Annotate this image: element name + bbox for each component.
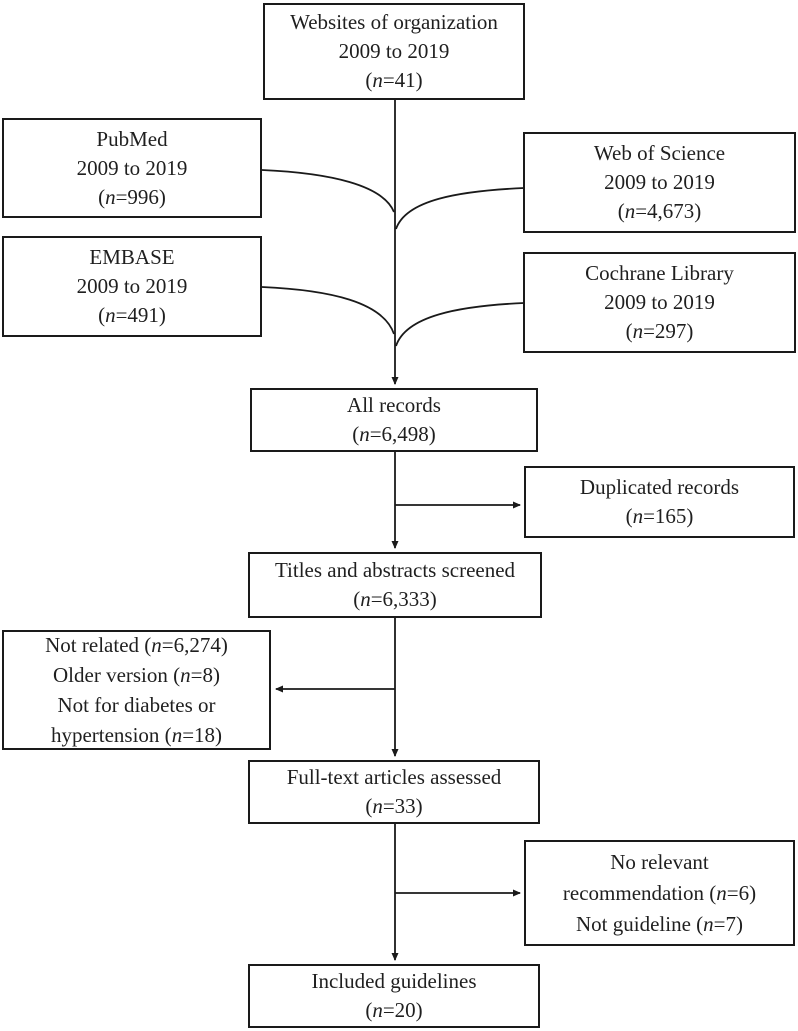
box-line: Older version (n=8) — [53, 663, 220, 687]
box-line: recommendation (n=6) — [562, 880, 757, 905]
box-pubmed: PubMed 2009 to 2019 (n=996) — [2, 118, 262, 218]
box-embase: EMBASE 2009 to 2019 (n=491) — [2, 236, 262, 337]
box-count: (n=41) — [365, 68, 423, 92]
box-excluded-screening: Not related (n=6,274) Older version (n=8… — [2, 630, 271, 750]
box-count: (n=491) — [98, 303, 166, 327]
curve-pubmed-to-spine — [261, 169, 395, 213]
box-line: PubMed — [96, 126, 168, 151]
box-all-records: All records (n=6,498) — [250, 388, 538, 452]
box-line: 2009 to 2019 — [76, 274, 188, 298]
box-count: (n=4,673) — [617, 199, 702, 223]
box-line: Duplicated records — [579, 475, 740, 499]
curve-webofscience-to-spine — [395, 187, 525, 230]
box-line: 2009 to 2019 — [338, 39, 450, 63]
box-line: 2009 to 2019 — [76, 155, 188, 180]
box-web-of-science: Web of Science 2009 to 2019 (n=4,673) — [523, 132, 796, 233]
box-line: Not related (n=6,274) — [45, 633, 228, 657]
box-titles-abstracts-screened: Titles and abstracts screened (n=6,333) — [248, 552, 542, 618]
box-duplicated-records: Duplicated records (n=165) — [524, 466, 795, 538]
box-count: (n=165) — [625, 504, 694, 528]
box-included-guidelines: Included guidelines (n=20) — [248, 964, 540, 1028]
box-line: Not guideline (n=7) — [576, 911, 743, 936]
box-line: Web of Science — [593, 141, 726, 165]
box-count: (n=6,498) — [352, 422, 436, 446]
curve-cochrane-to-spine — [395, 302, 525, 347]
box-line: Titles and abstracts screened — [274, 558, 516, 582]
box-websites-of-organization: Websites of organization 2009 to 2019 (n… — [263, 3, 525, 100]
box-full-text-assessed: Full-text articles assessed (n=33) — [248, 760, 540, 824]
box-count: (n=6,333) — [353, 587, 437, 611]
box-count: (n=20) — [365, 998, 423, 1022]
box-excluded-full-text: No relevant recommendation (n=6) Not gui… — [524, 840, 795, 946]
box-line: Full-text articles assessed — [286, 765, 502, 789]
box-line: No relevant — [610, 849, 709, 874]
box-line: EMBASE — [89, 245, 175, 269]
box-line: 2009 to 2019 — [604, 290, 715, 314]
box-count: (n=33) — [365, 794, 423, 818]
box-line: Websites of organization — [290, 10, 498, 34]
box-line: 2009 to 2019 — [604, 170, 715, 194]
box-line: hypertension (n=18) — [50, 723, 223, 747]
box-line: Included guidelines — [311, 969, 477, 993]
box-cochrane-library: Cochrane Library 2009 to 2019 (n=297) — [523, 252, 796, 353]
box-line: Not for diabetes or — [57, 693, 216, 717]
box-line: All records — [347, 393, 441, 417]
curve-embase-to-spine — [261, 286, 395, 335]
box-count: (n=996) — [98, 184, 166, 209]
box-line: Cochrane Library — [585, 261, 734, 285]
box-count: (n=297) — [625, 319, 694, 343]
